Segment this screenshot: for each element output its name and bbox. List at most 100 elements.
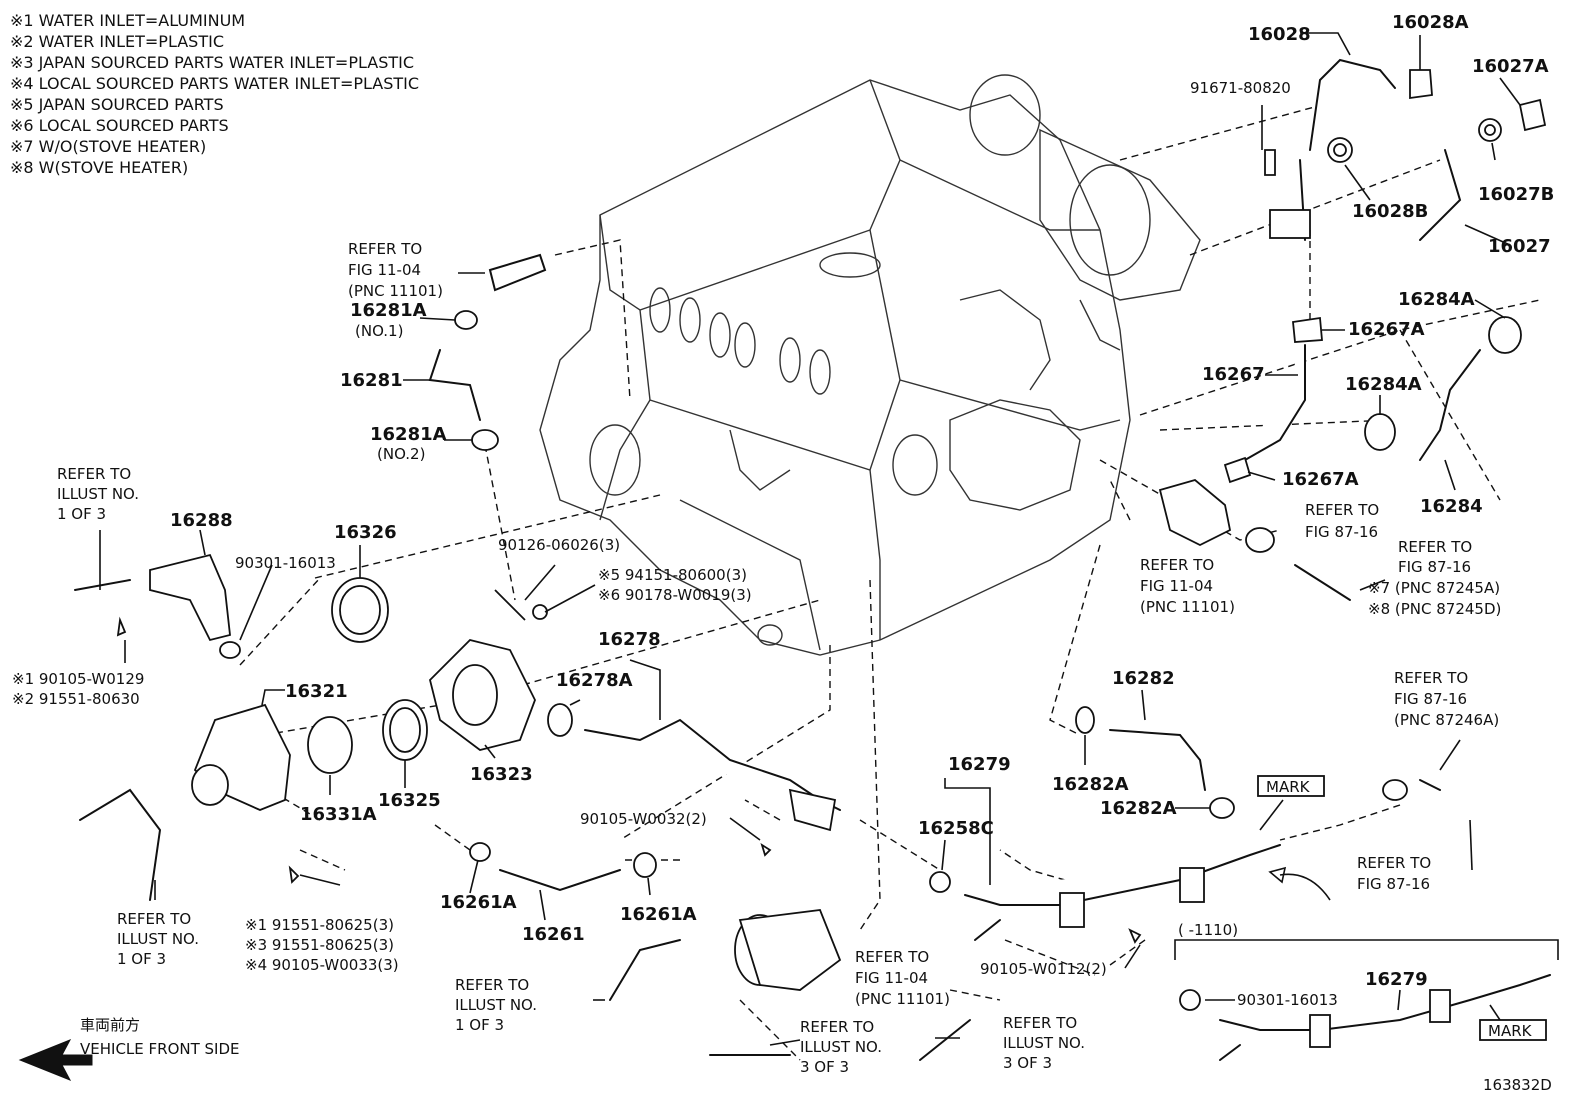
label-16321: 16321 [285,681,348,702]
water-pipe-16027 [1419,149,1462,241]
label-16282A-right: 16282A [1100,798,1177,819]
label-16028A: 16028A [1392,12,1469,33]
ref-illust-bottom-b: REFER TO ILLUST NO. 3 OF 3 [800,1018,887,1076]
note-8: ※8 W(STOVE HEATER) [10,158,189,177]
clip-16267A-mid [1223,456,1252,484]
note-2: ※2 WATER INLET=PLASTIC [10,32,224,51]
hose-refer-3-of-3-b [919,1019,971,1061]
gasket-16027B-hole [1484,124,1496,136]
engine-block [539,74,1201,656]
o-ring-90301-bottom [1179,989,1201,1011]
label-16281A-no2: 16281A [370,424,447,445]
clip-16281A-no2 [471,429,499,451]
label-16331A: 16331A [300,804,377,825]
clip-16282A-left [1075,706,1095,734]
label-16326: 16326 [334,522,397,543]
ref-illust-left: REFER TO ILLUST NO. 1 OF 3 [57,465,144,523]
label-16281A-no1: 16281A [350,300,427,321]
label-16028B: 16028B [1352,201,1428,222]
label-90301-16013-left: 90301-16013 [235,554,336,572]
hose-16282 [1109,729,1206,791]
label-94151-80600: ※5 94151-80600(3) [598,566,747,584]
clip-heater-hose [1382,779,1408,801]
arrow-detail [1279,873,1331,901]
pipe-stub-top [488,253,547,292]
label-16027B: 16027B [1478,184,1554,205]
ref-illust-lower-left: REFER TO ILLUST NO. 1 OF 3 [117,910,204,968]
label-90301-16013-bottom: 90301-16013 [1237,991,1338,1009]
pipe-bracket-16279 [1059,892,1085,928]
ref-fig-11-04-mid: REFER TO FIG 11-04 (PNC 11101) [1140,556,1235,616]
clip-16267A-top [1292,316,1323,343]
label-91551-80625-1: ※1 91551-80625(3) [245,916,394,934]
heater-hose-stub-a [1294,564,1351,601]
label-16278A: 16278A [556,670,633,691]
note-5: ※5 JAPAN SOURCED PARTS [10,95,224,114]
clip-16261A-left [469,842,491,862]
ref-fig-11-04-bottom: REFER TO FIG 11-04 (PNC 11101) [855,948,950,1008]
label-16325: 16325 [378,790,441,811]
pipe-bracket [1269,209,1311,239]
label-90105-w0033: ※4 90105-W0033(3) [245,956,399,974]
label-16258C: 16258C [918,818,994,839]
label-91671-80820: 91671-80820 [1190,79,1291,97]
label-90178-w0019: ※6 90178-W0019(3) [598,586,752,604]
label-16281A-no2-sub: (NO.2) [377,445,425,463]
label-16288: 16288 [170,510,233,531]
label-90105-w0112: 90105-W0112(2) [980,960,1107,978]
note-1: ※1 WATER INLET=ALUMINUM [10,11,246,30]
assembly-leaders [204,84,1541,1061]
gasket-16028B-hole [1333,143,1347,157]
label-16279: 16279 [948,754,1011,775]
label-leaders [99,32,1521,1046]
label-16323: 16323 [470,764,533,785]
bolt-90105-w0112 [1128,928,1142,944]
label-16279-detail: 16279 [1365,969,1428,990]
union-bolt-16028A [1409,69,1433,100]
heater-hose-clip [1245,527,1275,553]
bolt-90105-w0032 [760,842,772,857]
ref-fig-11-04-top: REFER TO FIG 11-04 (PNC 11101) [348,240,443,300]
ref-fig-87-16-d: REFER TO FIG 87-16 [1357,854,1436,893]
ref-fig-87-16-c: REFER TO FIG 87-16 (PNC 87246A) [1394,669,1499,729]
ref-illust-bottom-a: REFER TO ILLUST NO. 1 OF 3 [455,976,542,1034]
stud-90126 [494,589,526,621]
note-3: ※3 JAPAN SOURCED PARTS WATER INLET=PLAST… [10,53,415,72]
label-date-range: ( -1110) [1178,921,1238,939]
water-bypass-pipe-16028 [1309,58,1396,151]
label-16267A-top: 16267A [1348,319,1425,340]
lower-hose-refer [609,939,681,1001]
label-16261A-right: 16261A [620,904,697,925]
label-16284A-mid: 16284A [1345,374,1422,395]
figure-id: 163832D [1483,1076,1552,1094]
footnote-legend: ※1 WATER INLET=ALUMINUM ※2 WATER INLET=P… [10,10,419,178]
o-ring-16278A [547,703,573,737]
radiator-hose-lower [79,788,162,901]
o-ring-90301-left [219,641,241,659]
hose-16281 [428,349,481,421]
note-7: ※7 W/O(STOVE HEATER) [10,137,207,156]
front-direction-arrow [18,1039,93,1081]
hose-16267 [1244,344,1306,461]
label-90105-w0032: 90105-W0032(2) [580,810,707,828]
clip-16284A-mid [1364,413,1396,451]
o-ring-16258C [929,871,951,893]
water-pipe-16279-detail [1219,974,1551,1031]
vehicle-front-label-jp: 車両前方 [80,1016,140,1034]
label-16284A-top: 16284A [1398,289,1475,310]
label-90126-06026: 90126-06026(3) [498,536,620,554]
clip-16284A-top [1488,316,1522,354]
mark-box-1 [1257,775,1325,797]
label-16267A-mid: 16267A [1282,469,1359,490]
label-91551-80630: ※2 91551-80630 [12,690,140,708]
thermostat-16331A [307,716,353,774]
clip-16261A-right [633,852,657,878]
ref-illust-bottom-c: REFER TO ILLUST NO. 3 OF 3 [1003,1014,1090,1072]
note-4: ※4 LOCAL SOURCED PARTS WATER INLET=PLAST… [10,74,420,93]
mark-label-2: MARK [1488,1022,1533,1040]
mark-box-2 [1479,1019,1547,1041]
note-6: ※6 LOCAL SOURCED PARTS [10,116,229,135]
clip-16281A-no1 [454,310,478,330]
bolt-91671 [1264,149,1276,176]
